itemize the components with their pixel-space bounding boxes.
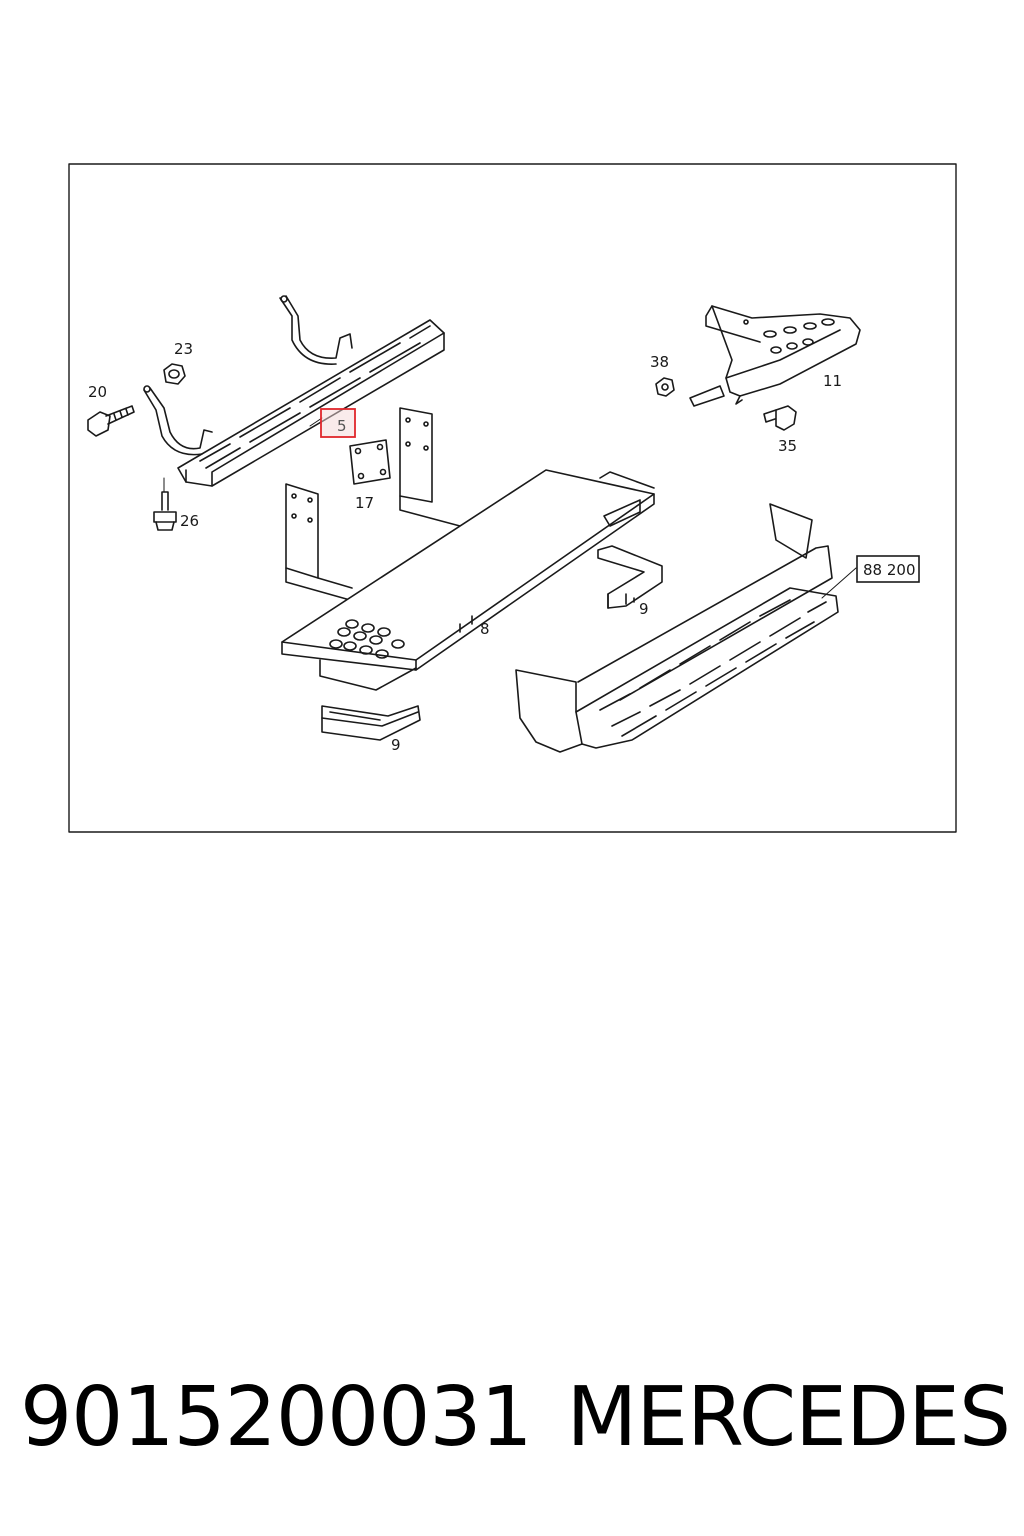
nut-part-38[interactable] (655, 377, 675, 397)
caption: 9015200031 MERCEDES (20, 1370, 1011, 1470)
leader-88-200 (821, 567, 857, 599)
callout-38: 38 (650, 353, 669, 371)
reference-label: 88 200 (863, 561, 916, 579)
bolt-part-20[interactable] (87, 405, 135, 437)
running-board-assembly[interactable] (515, 503, 839, 753)
step-part-11[interactable] (689, 305, 861, 407)
rail-part-5[interactable] (143, 295, 445, 487)
highlight-box-part-5 (320, 408, 356, 438)
callout-17: 17 (355, 494, 374, 512)
callout-9-right: 9 (639, 600, 649, 618)
part-number: 9015200031 (20, 1370, 533, 1465)
bolt-part-35[interactable] (763, 405, 797, 431)
callout-26: 26 (180, 512, 199, 530)
reference-box (856, 555, 920, 583)
callout-8: 8 (480, 620, 490, 638)
callout-23: 23 (174, 340, 193, 358)
callout-9-bottom: 9 (391, 736, 401, 754)
callout-5: 5 (337, 417, 347, 435)
bolt-part-26[interactable] (153, 491, 177, 531)
brand-name: MERCEDES (566, 1370, 1011, 1465)
leader-5 (309, 417, 323, 427)
diagram-frame (68, 163, 957, 833)
bracket-part-9-bottom[interactable] (321, 705, 421, 741)
callout-20: 20 (88, 383, 107, 401)
callout-35: 35 (778, 437, 797, 455)
platform-part-8[interactable] (281, 407, 655, 691)
plate-part-17[interactable] (349, 439, 391, 485)
callout-11: 11 (823, 372, 842, 390)
nut-part-23[interactable] (163, 363, 186, 385)
bracket-part-9-right[interactable] (597, 545, 663, 609)
